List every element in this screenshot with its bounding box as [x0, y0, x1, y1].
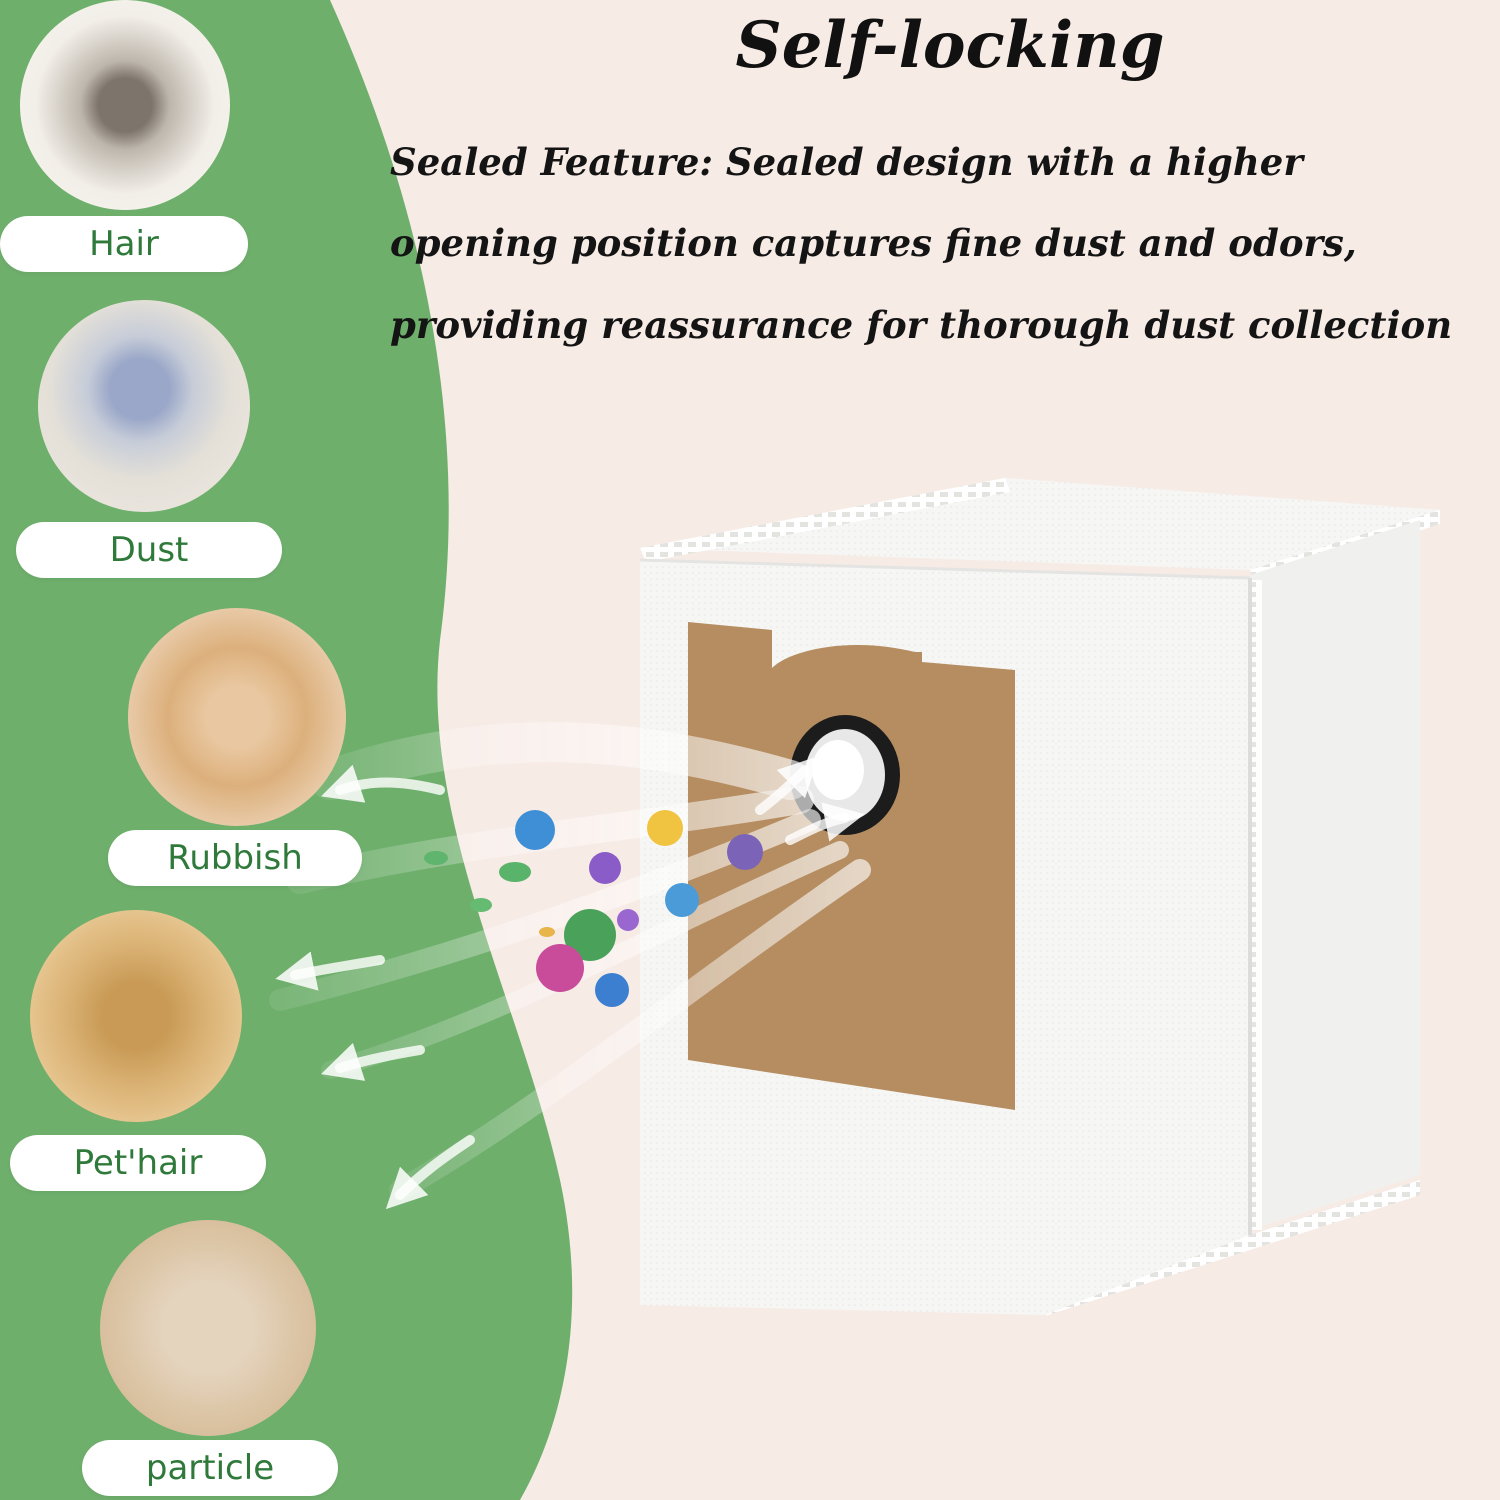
description-line-2: opening position captures fine dust and …: [390, 221, 1357, 265]
flow-arrows: [275, 755, 865, 1210]
label-rubbish: Rubbish: [108, 830, 362, 886]
bag-side: [1250, 520, 1420, 1230]
hair-image: [20, 0, 230, 210]
description-line-3: providing reassurance for thorough dust …: [390, 303, 1453, 347]
label-dust: Dust: [16, 522, 282, 578]
germ-particles: [424, 810, 763, 1007]
dust-image: [38, 300, 250, 512]
label-particle: particle: [82, 1440, 338, 1496]
page-title: Self-locking: [735, 8, 1165, 83]
label-pet-hair: Pet'hair: [10, 1135, 266, 1191]
description-line-1: Sealed Feature: Sealed design with a hig…: [390, 140, 1303, 184]
rubbish-image: [128, 608, 346, 826]
bag-top: [640, 478, 1440, 570]
particle-image: [100, 1220, 316, 1436]
label-hair: Hair: [0, 216, 248, 272]
pet-hair-image: [30, 910, 242, 1122]
